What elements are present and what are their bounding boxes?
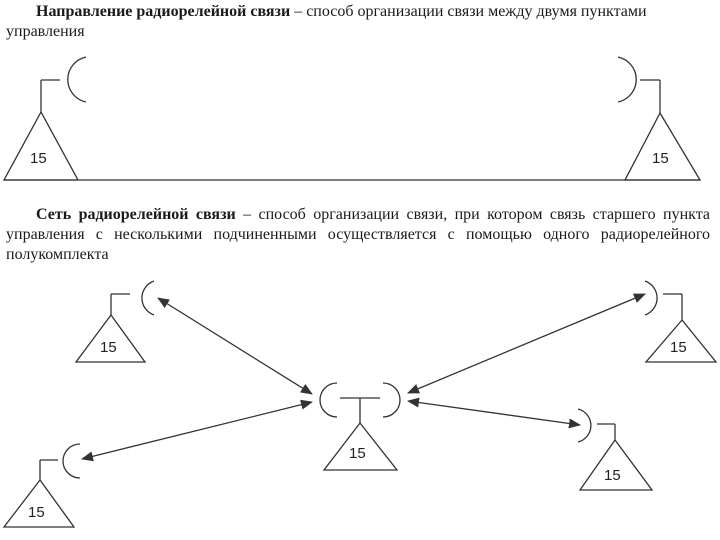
station-network-center: 15 <box>319 382 401 471</box>
station-network-bottom-left: 15 <box>2 443 81 528</box>
direction-definition: Направление радиорелейной связи – способ… <box>6 2 706 42</box>
station-direction-left-label: 15 <box>30 150 47 167</box>
link-arrow-bottom-left <box>81 399 313 462</box>
station-network-top-right: 15 <box>644 280 718 363</box>
station-network-center-label: 15 <box>349 445 366 462</box>
station-direction-right-label: 15 <box>652 150 669 167</box>
station-network-top-left-label: 15 <box>100 339 117 356</box>
station-direction-left: 15 <box>2 56 87 181</box>
link-arrow-bottom-right <box>407 397 581 429</box>
direction-term: Направление радиорелейной связи <box>36 3 291 20</box>
link-arrow-top-right <box>407 293 646 394</box>
station-network-top-right-label: 15 <box>670 339 687 356</box>
station-network-bottom-left-label: 15 <box>28 504 45 521</box>
network-text: – способ организации связи, при котором … <box>6 206 710 263</box>
station-network-bottom-right-label: 15 <box>604 467 621 484</box>
station-network-top-left: 15 <box>74 280 155 363</box>
station-network-bottom-right: 15 <box>577 408 654 491</box>
network-definition: Сеть радиорелейной связи – способ органи… <box>6 205 710 265</box>
station-direction-right: 15 <box>617 56 702 181</box>
link-arrow-top-left <box>157 297 313 395</box>
direction-text: – способ организации связи между двумя п… <box>6 3 647 40</box>
network-term: Сеть радиорелейной связи <box>36 206 236 223</box>
